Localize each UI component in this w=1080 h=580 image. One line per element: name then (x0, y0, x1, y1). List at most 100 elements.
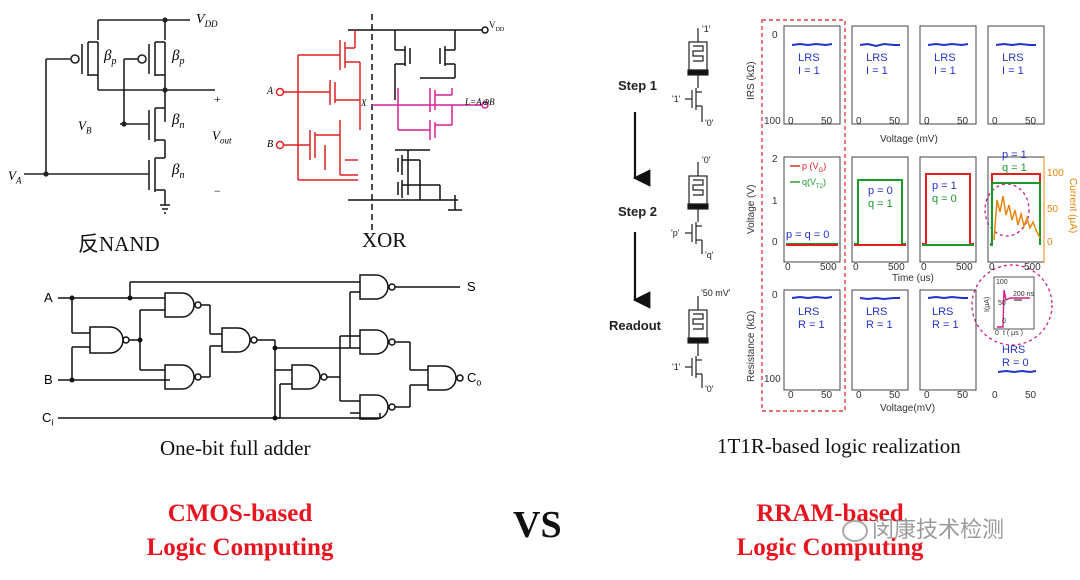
nand-circuit (24, 19, 215, 214)
xor-x-label: X (361, 98, 367, 108)
row2-y0: 0 (772, 237, 778, 248)
row3-x0: 0 (788, 390, 794, 401)
c2-top: '0' (702, 155, 711, 165)
row2-ylabel: Voltage (V) (746, 184, 757, 234)
inset-0: 0 (1002, 318, 1006, 325)
row3-x50-b: 50 (889, 390, 901, 401)
caption-full-adder: One-bit full adder (160, 436, 311, 460)
xor-output-label: L=A⊕B (465, 97, 495, 107)
c1-left: '1' (672, 94, 681, 104)
row1-x0-b: 0 (856, 116, 862, 127)
adder-a-label: A (44, 290, 53, 305)
cell-icon-2 (685, 162, 709, 254)
row2-y2: 2 (772, 154, 778, 165)
c1-top: '1' (702, 24, 711, 34)
row1-x50-b: 50 (889, 116, 901, 127)
legend-q: q(VT2) (802, 177, 827, 190)
row3-ylabel: Resistance (kΩ) (746, 310, 757, 382)
row3-x0-b: 0 (856, 390, 862, 401)
row3-ytop: 0 (772, 290, 778, 301)
full-adder-circuit (58, 274, 464, 420)
step1-label: Step 1 (618, 78, 658, 93)
inset-x0: 0 (995, 330, 999, 337)
row1-x50: 50 (821, 116, 833, 127)
adder-nodes (69, 295, 278, 421)
row3-traces (791, 295, 1037, 374)
row3-x0-c: 0 (924, 390, 930, 401)
c3-left: '1' (672, 362, 681, 372)
adder-ci-label: Ci (42, 410, 54, 428)
row2-x0: 0 (785, 262, 791, 273)
step2-label: Step 2 (618, 204, 658, 219)
adder-s-label: S (467, 279, 476, 294)
row1-x0-d: 0 (992, 116, 998, 127)
right-ylabel: Current (μA) (1067, 178, 1078, 234)
row2-x500-b: 500 (888, 262, 905, 273)
row2-x500-c: 500 (956, 262, 973, 273)
beta-p-label-1: βp (104, 48, 117, 67)
right-tick-0: 0 (1047, 237, 1053, 248)
adder-co-label: Co (467, 370, 482, 388)
minus-label: − (214, 184, 221, 198)
vout-label: Vout (212, 128, 232, 146)
vb-label: VB (78, 118, 92, 136)
row3-x0-d: 0 (992, 390, 998, 401)
magenta-ellipse-2 (971, 264, 1053, 346)
vs-label: VS (513, 504, 562, 546)
p2-label: p = q = 0 (786, 229, 830, 241)
legend-p: p (VG) (802, 161, 827, 174)
row3-x50-d: 50 (1025, 390, 1037, 401)
row1-xlabel: Voltage (mV) (880, 134, 938, 145)
right-tick-100: 100 (1047, 168, 1064, 179)
row3-x50-c: 50 (957, 390, 969, 401)
c2-bot: 'q' (705, 250, 714, 260)
va-label: VA (8, 168, 22, 186)
inset-ann: 200 ns (1013, 291, 1035, 298)
plus-label: + (214, 92, 221, 106)
xor-a-label: A (267, 86, 274, 97)
row2-x0-c: 0 (921, 262, 927, 273)
beta-n-label-1: βn (172, 112, 185, 131)
c3-bot: '0' (705, 384, 714, 394)
caption-nand: 反NAND (78, 232, 160, 256)
highlight-column (761, 19, 846, 412)
row2-x500-d: 500 (1024, 262, 1041, 273)
cell-icon-3 (685, 296, 709, 388)
magenta-ellipse-1 (984, 183, 1030, 237)
row1-x0: 0 (788, 116, 794, 127)
xor-circuit (275, 14, 489, 232)
row1-traces (791, 42, 1036, 48)
inset-50: 50 (998, 300, 1006, 307)
inset-plot (993, 276, 1035, 330)
row2-xlabel: Time (us) (892, 273, 934, 284)
row1-x50-c: 50 (957, 116, 969, 127)
xor-vdd-label: VDD (489, 20, 505, 33)
inset-ylabel: I(μA) (984, 296, 991, 312)
inset-100: 100 (996, 279, 1008, 286)
caption-xor: XOR (362, 228, 407, 252)
row3-xlabel: Voltage(mV) (880, 403, 936, 414)
row1-ylabel: IRS (kΩ) (746, 61, 757, 100)
c3-top: '50 mV' (701, 288, 731, 298)
c2-left: 'p' (671, 228, 680, 238)
wechat-icon (842, 520, 868, 542)
c1-bot: '0' (705, 118, 714, 128)
row2-x0-b: 0 (853, 262, 859, 273)
cell-icon-1 (685, 28, 709, 122)
row2-x500: 500 (820, 262, 837, 273)
row3-ybot: 100 (764, 374, 781, 385)
adder-b-label: B (44, 372, 53, 387)
row1-ybot: 100 (764, 116, 781, 127)
inset-xlabel: t ( μs ) (1003, 330, 1023, 337)
row1-ytop: 0 (772, 30, 778, 41)
nand-nodes (43, 17, 168, 177)
beta-n-label-2: βn (172, 162, 185, 181)
